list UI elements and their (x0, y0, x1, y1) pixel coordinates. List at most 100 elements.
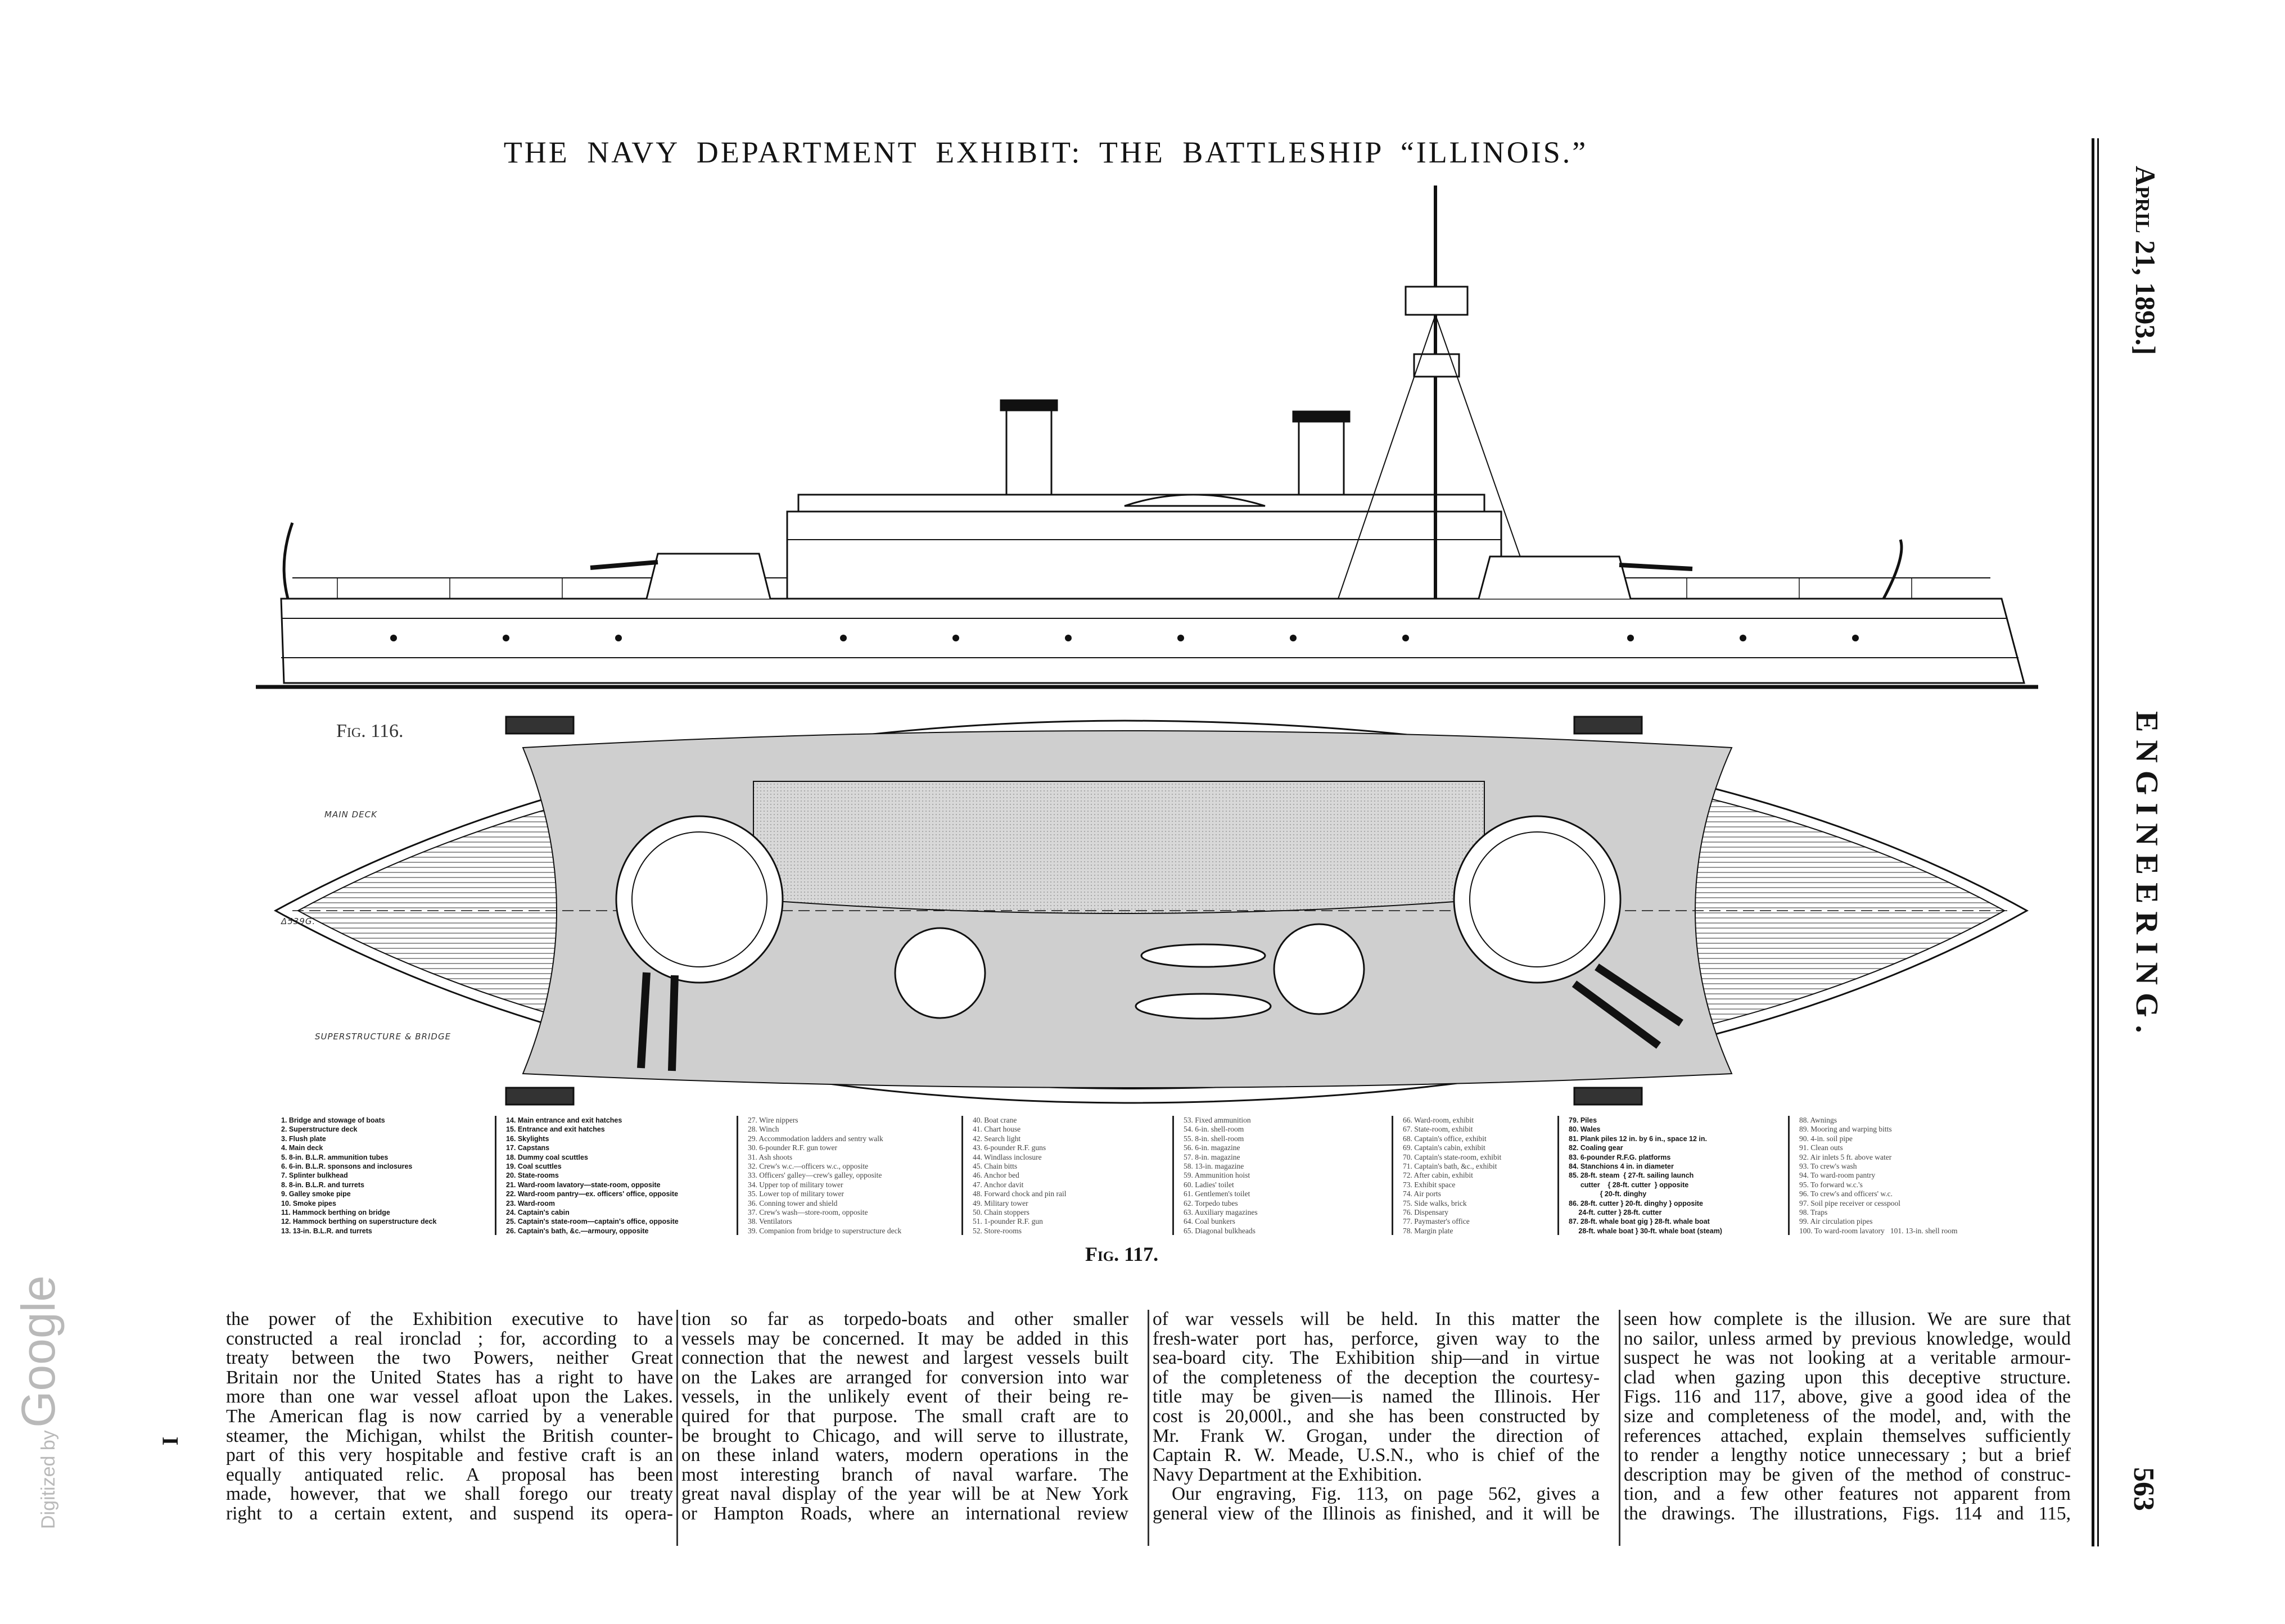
legend-item: 35. Lower top of military tower (748, 1189, 844, 1198)
legend-item: 77. Paymaster's office (1403, 1217, 1470, 1226)
text-line: right to a certain extent, and suspend i… (226, 1503, 673, 1524)
legend-item: 19. Coal scuttles (506, 1162, 562, 1171)
legend-item: 8. 8-in. B.L.R. and turrets (281, 1180, 364, 1189)
legend-item: 85. 28-ft. steam { 27-ft. sailing launch (1569, 1171, 1694, 1180)
column-rule (1148, 1310, 1149, 1546)
text-line: Britain nor the United States has a righ… (226, 1367, 673, 1388)
legend-item: 29. Accommodation ladders and sentry wal… (748, 1134, 883, 1143)
legend-item: 22. Ward-room pantry—ex. officers' offic… (506, 1190, 679, 1198)
legend-item: 52. Store-rooms (973, 1226, 1022, 1235)
legend-item: 32. Crew's w.c.—officers w.c., opposite (748, 1162, 869, 1171)
text-line: Captain R. W. Meade, U.S.N., who is chie… (1153, 1445, 1600, 1466)
legend-item: 55. 8-in. shell-room (1184, 1134, 1244, 1143)
text-line: quired for that purpose. The small craft… (681, 1405, 1128, 1427)
legend-item: 30. 6-pounder R.F. gun tower (748, 1143, 838, 1152)
legend-item: 27. Wire nippers (748, 1116, 798, 1124)
text-column: tion so far as torpedo-boats and other s… (681, 1309, 1128, 1524)
legend-item: 88. Awnings (1799, 1116, 1837, 1124)
google-watermark: Digitized by Google (11, 1275, 66, 1529)
watermark-brand: Google (12, 1275, 65, 1428)
portholes (390, 635, 1859, 641)
legend-item: 16. Skylights (506, 1134, 549, 1143)
legend-item: 9. Galley smoke pipe (281, 1190, 351, 1198)
text-line: great naval display of the year will be … (681, 1483, 1128, 1505)
text-line: seen how complete is the illusion. We ar… (1624, 1309, 2071, 1329)
issue-date: April 21, 1893.] (2130, 166, 2161, 355)
text-line: cost is 20,000l., and she has been const… (1153, 1405, 1600, 1427)
legend-item: 24-ft. cutter } 28-ft. cutter (1569, 1209, 1662, 1217)
legend-item: 80. Wales (1569, 1125, 1601, 1134)
legend-divider (1392, 1116, 1393, 1235)
legend-divider (1557, 1116, 1559, 1235)
legend-item: 42. Search light (973, 1134, 1021, 1143)
legend-item: 47. Anchor davit (973, 1180, 1024, 1189)
text-line: fresh-water port has, perforce, given wa… (1153, 1328, 1600, 1349)
legend-divider (1788, 1116, 1790, 1235)
legend-item: 68. Captain's office, exhibit (1403, 1134, 1487, 1143)
legend-item: 25. Captain's state-room—captain's offic… (506, 1218, 679, 1226)
legend-item: 66. Ward-room, exhibit (1403, 1116, 1474, 1124)
column-rule (676, 1310, 678, 1546)
text-line: treaty between the two Powers, neither G… (226, 1347, 673, 1369)
legend-item: 3. Flush plate (281, 1134, 326, 1143)
legend-item: 40. Boat crane (973, 1116, 1017, 1124)
legend-item: 51. 1-pounder R.F. gun (973, 1217, 1043, 1226)
legend-item: 69. Captain's cabin, exhibit (1403, 1143, 1485, 1152)
legend-item: 43. 6-pounder R.F. guns (973, 1143, 1046, 1152)
legend-item: 82. Coaling gear (1569, 1144, 1623, 1152)
legend-item: 92. Air inlets 5 ft. above water (1799, 1152, 1892, 1161)
legend-item: 61. Gentlemen's toilet (1184, 1189, 1250, 1198)
text-line: steamer, the Michigan, whilst the Britis… (226, 1425, 673, 1446)
legend-item: 95. To forward w.c.'s (1799, 1180, 1863, 1189)
legend-item: 15. Entrance and exit hatches (506, 1125, 605, 1134)
legend-item: 75. Side walks, brick (1403, 1198, 1467, 1207)
legend-item: 6. 6-in. B.L.R. sponsons and inclosures (281, 1162, 413, 1171)
legend-item: 65. Diagonal bulkheads (1184, 1226, 1256, 1235)
text-line: suspect he was not looking at a veritabl… (1624, 1347, 2071, 1369)
legend-item: 97. Soil pipe receiver or cesspool (1799, 1198, 1900, 1207)
figure-116-caption: Fig. 116. (336, 721, 404, 741)
text-line: on these inland waters, modern operation… (681, 1445, 1128, 1466)
legend-item: 57. 8-in. magazine (1184, 1152, 1240, 1161)
text-line: the drawings. The illustrations, Figs. 1… (1624, 1503, 2071, 1524)
legend-item: 38. Ventilators (748, 1217, 792, 1226)
text-line: Mr. Frank W. Grogan, under the direction… (1153, 1425, 1600, 1446)
text-line: made, however, that we shall forego our … (226, 1483, 673, 1505)
text-line: most interesting branch of naval warfare… (681, 1464, 1128, 1485)
legend-item: 12. Hammock berthing on superstructure d… (281, 1218, 437, 1226)
legend-item: 86. 28-ft. cutter } 20-ft. dinghy } oppo… (1569, 1199, 1703, 1207)
legend-item: 71. Captain's bath, &c., exhibit (1403, 1162, 1497, 1171)
watermark-prefix: Digitized by (38, 1430, 59, 1529)
legend-item: 87. 28-ft. whale boat gig } 28-ft. whale… (1569, 1218, 1710, 1226)
legend-item: 56. 6-in. magazine (1184, 1143, 1240, 1152)
text-line: of the completeness of the deception the… (1153, 1367, 1600, 1388)
legend-item: 58. 13-in. magazine (1184, 1162, 1244, 1171)
text-line: tion so far as torpedo-boats and other s… (681, 1309, 1128, 1329)
margin-rule (2092, 138, 2094, 1546)
text-line: clad when gazing upon this deceptive str… (1624, 1367, 2071, 1388)
legend-item: 83. 6-pounder R.F.G. platforms (1569, 1153, 1671, 1161)
text-line: The American flag is now carried by a ve… (226, 1405, 673, 1427)
text-column: seen how complete is the illusion. We ar… (1624, 1309, 2071, 1524)
legend-item: 94. To ward-room pantry (1799, 1171, 1876, 1180)
legend-item: 48. Forward chock and pin rail (973, 1189, 1067, 1198)
legend-item: 4. Main deck (281, 1144, 323, 1152)
text-line: or Hampton Roads, where an international… (681, 1503, 1128, 1524)
legend-item: 74. Air ports (1403, 1189, 1441, 1198)
legend-item: 89. Mooring and warping bitts (1799, 1125, 1892, 1134)
legend-item: 59. Ammunition hoist (1184, 1171, 1250, 1180)
legend-item: cutter { 28-ft. cutter } opposite (1569, 1180, 1689, 1189)
legend-item: 93. To crew's wash (1799, 1162, 1857, 1171)
legend-item: 31. Ash shoots (748, 1152, 793, 1161)
profile-elevation (256, 186, 2038, 689)
margin-rule (2097, 138, 2099, 1546)
legend-item: 28-ft. whale boat } 30-ft. whale boat (s… (1569, 1227, 1722, 1235)
text-line: size and completeness of the model, and,… (1624, 1405, 2071, 1427)
legend-item: 26. Captain's bath, &c.—armoury, opposit… (506, 1227, 649, 1235)
legend-item: 45. Chain bitts (973, 1162, 1018, 1171)
plan-label-superstructure: SUPERSTRUCTURE & BRIDGE (315, 1032, 451, 1042)
